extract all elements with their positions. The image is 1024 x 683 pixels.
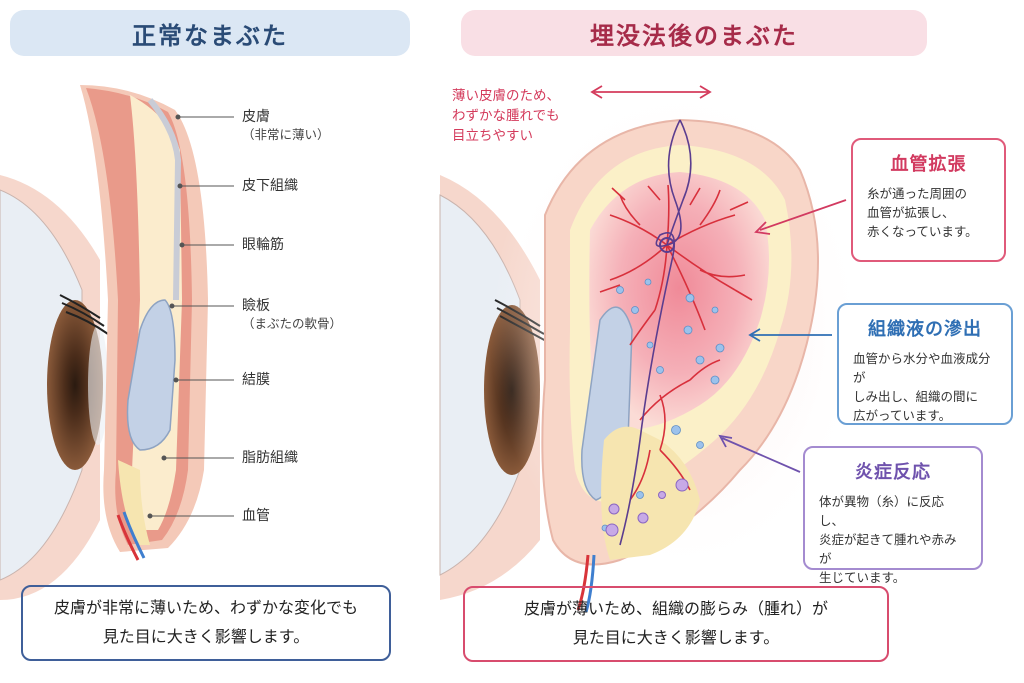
callout-line: 広がっています。 — [853, 406, 997, 425]
callout-inflammation: 炎症反応 体が異物（糸）に反応し、 炎症が起きて腫れや赤みが 生じています。 — [803, 446, 983, 570]
callout-exudation: 組織液の滲出 血管から水分や血液成分が しみ出し、組織の間に 広がっています。 — [837, 303, 1013, 425]
callout-line: 生じています。 — [819, 568, 967, 587]
left-summary-box: 皮膚が非常に薄いため、わずかな変化でも 見た目に大きく影響します。 — [21, 585, 391, 661]
label-skin-text: 皮膚 — [242, 109, 270, 125]
label-skin: 皮膚 （非常に薄い） — [242, 108, 330, 144]
left-summary-line-1: 皮膚が非常に薄いため、わずかな変化でも — [23, 593, 389, 622]
label-fat: 脂肪組織 — [242, 449, 298, 467]
callout-line: しみ出し、組織の間に — [853, 387, 997, 406]
label-vessel: 血管 — [242, 507, 270, 525]
callout-line: 赤くなっています。 — [867, 222, 990, 241]
right-summary-line-2: 見た目に大きく影響します。 — [465, 623, 887, 652]
callout-body: 血管から水分や血液成分が しみ出し、組織の間に 広がっています。 — [853, 349, 997, 425]
callout-line: 血管が拡張し、 — [867, 203, 990, 222]
label-orbicularis: 眼輪筋 — [242, 236, 284, 254]
note-line-1: 薄い皮膚のため、 — [452, 86, 560, 106]
label-skin-sub: （非常に薄い） — [242, 126, 330, 144]
callout-body: 糸が通った周囲の 血管が拡張し、 赤くなっています。 — [867, 184, 990, 241]
callout-title: 炎症反応 — [819, 458, 967, 484]
callout-line: 糸が通った周囲の — [867, 184, 990, 203]
note-line-3: 目立ちやすい — [452, 126, 560, 146]
label-subcutaneous: 皮下組織 — [242, 177, 298, 195]
left-summary-line-2: 見た目に大きく影響します。 — [23, 622, 389, 651]
label-tarsus-sub: （まぶたの軟骨） — [242, 315, 342, 333]
callout-body: 体が異物（糸）に反応し、 炎症が起きて腫れや赤みが 生じています。 — [819, 492, 967, 587]
label-conjunctiva: 結膜 — [242, 371, 270, 389]
callout-line: 炎症が起きて腫れや赤みが — [819, 530, 967, 568]
right-summary-line-1: 皮膚が薄いため、組織の膨らみ（腫れ）が — [465, 594, 887, 623]
thin-skin-note: 薄い皮膚のため、 わずかな腫れでも 目立ちやすい — [452, 86, 560, 146]
label-tarsus: 瞼板 （まぶたの軟骨） — [242, 297, 342, 333]
callout-line: 体が異物（糸）に反応し、 — [819, 492, 967, 530]
note-line-2: わずかな腫れでも — [452, 106, 560, 126]
callout-title: 血管拡張 — [867, 150, 990, 176]
callout-vasodilation: 血管拡張 糸が通った周囲の 血管が拡張し、 赤くなっています。 — [851, 138, 1006, 262]
right-summary-box: 皮膚が薄いため、組織の膨らみ（腫れ）が 見た目に大きく影響します。 — [463, 586, 889, 662]
label-tarsus-text: 瞼板 — [242, 298, 270, 314]
left-eye — [0, 175, 108, 600]
callout-line: 血管から水分や血液成分が — [853, 349, 997, 387]
callout-title: 組織液の滲出 — [853, 315, 997, 341]
